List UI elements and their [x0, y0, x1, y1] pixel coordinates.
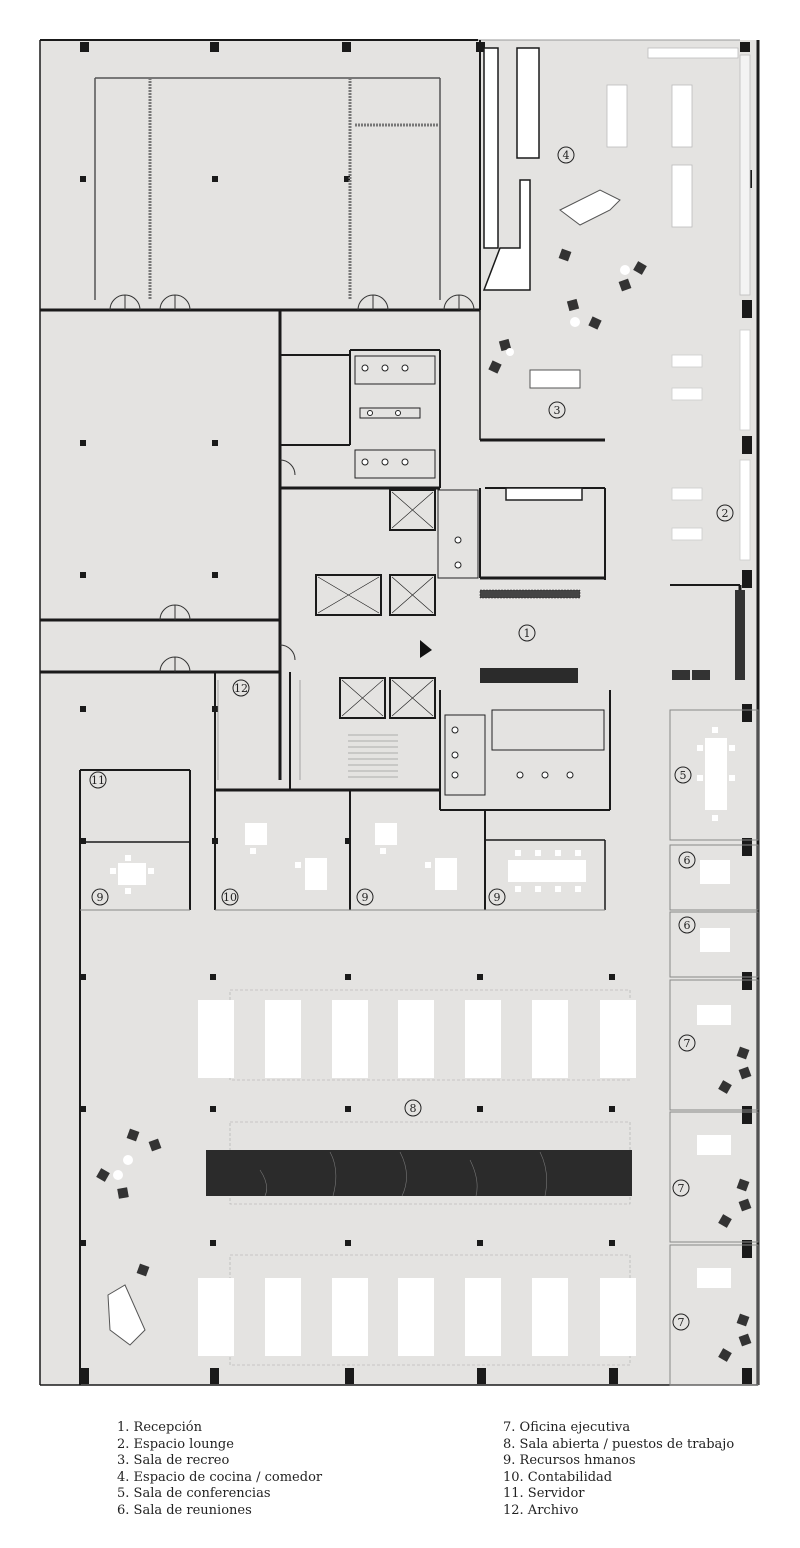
reception-planter [672, 590, 745, 680]
legend-item: 10. Contabilidad [503, 1469, 613, 1485]
marker-label-7b: 7 [678, 1182, 685, 1195]
room-markers [89, 146, 734, 1331]
marker-label-8: 8 [410, 1102, 417, 1115]
legend-item: 2. Espacio lounge [117, 1436, 234, 1452]
executive-lounge-chairs [718, 1046, 752, 1362]
marker-label-10: 10 [223, 891, 237, 904]
marker-label-6a: 6 [684, 854, 691, 867]
legend-item: 5. Sala de conferencias [117, 1486, 271, 1501]
reception-desk [420, 589, 581, 683]
legend-item: 7. Oficina ejecutiva [503, 1420, 631, 1435]
legend-item: 6. Sala de reuniones [117, 1502, 252, 1518]
legend-item: 3. Sala de recreo [117, 1453, 230, 1468]
elevators [315, 489, 436, 719]
interior-walls [40, 40, 742, 1385]
legend-item: 4. Espacio de cocina / comedor [117, 1469, 323, 1485]
marker-label-5: 5 [680, 769, 687, 782]
marker-label-9c: 9 [97, 891, 104, 904]
restrooms [354, 355, 605, 796]
floor-plan: 4 3 2 1 12 11 10 9 9 9 5 6 6 7 7 7 8 [39, 39, 760, 1386]
marker-label-9a: 9 [362, 891, 369, 904]
marker-label-2: 2 [722, 507, 729, 520]
upper-left-partitions [94, 77, 441, 300]
legend-item: 11. Servidor [503, 1486, 585, 1501]
marker-label-7a: 7 [684, 1037, 691, 1050]
glass-partitions [80, 709, 759, 1386]
lounge-benches [671, 329, 751, 561]
room-marker-labels: 4 3 2 1 12 11 10 9 9 9 5 6 6 7 7 7 8 [91, 149, 729, 1329]
legend-item: 9. Recursos hmanos [503, 1453, 636, 1468]
marker-label-7c: 7 [678, 1316, 685, 1329]
legend-left-column: 1. Recepción 2. Espacio lounge 3. Sala d… [117, 1420, 322, 1519]
reception-office-desk [505, 487, 583, 501]
stairs [217, 680, 398, 780]
meeting-room-chairs [110, 727, 735, 894]
kitchen-dining-tables [606, 47, 751, 296]
workspace-lounge [96, 1128, 162, 1346]
bench-workstation [206, 1150, 632, 1197]
marker-label-6b: 6 [684, 919, 691, 932]
kitchen-counter [482, 47, 540, 291]
marker-label-3: 3 [554, 404, 561, 417]
marker-label-4: 4 [563, 149, 570, 162]
marker-label-9b: 9 [494, 891, 501, 904]
legend-item: 12. Archivo [503, 1502, 579, 1518]
legend-item: 1. Recepción [117, 1420, 202, 1435]
lounge-furniture [488, 189, 647, 389]
legend-right-column: 7. Oficina ejecutiva 8. Sala abierta / p… [503, 1420, 734, 1519]
doors [109, 294, 475, 673]
open-workspace-desks [198, 1000, 636, 1356]
legend-item: 8. Sala abierta / puestos de trabajo [503, 1436, 735, 1452]
marker-label-1: 1 [524, 627, 531, 640]
marker-label-12: 12 [234, 682, 248, 695]
meeting-room-tables [118, 738, 731, 1288]
marker-label-11: 11 [91, 774, 105, 787]
